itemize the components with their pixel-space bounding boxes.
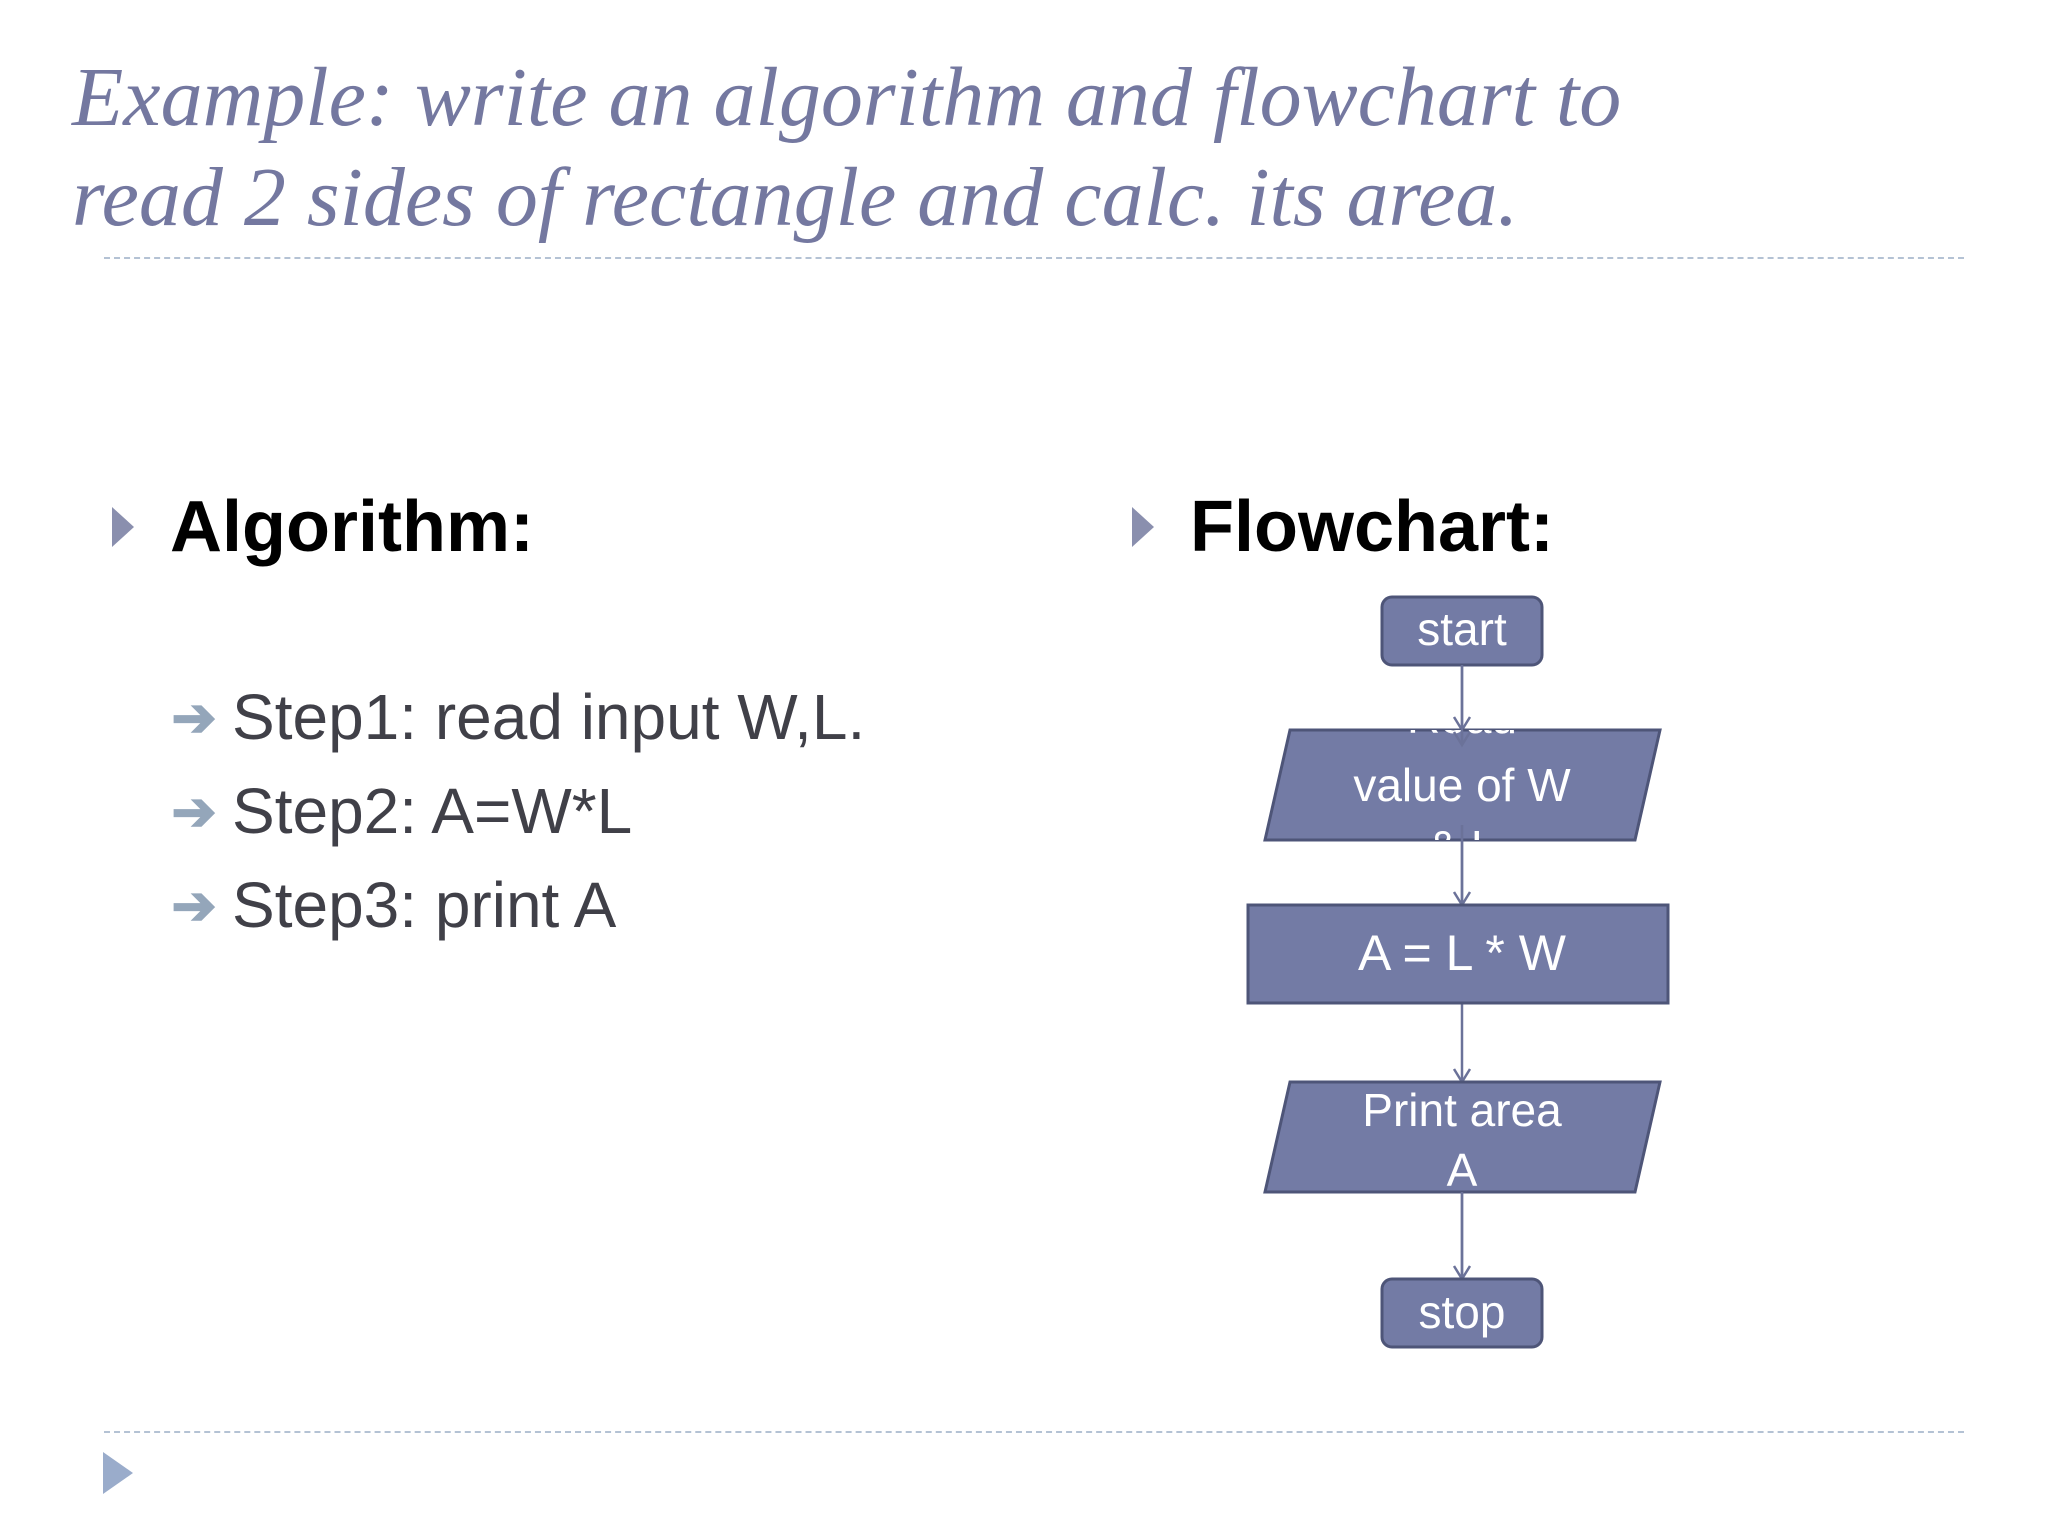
process-rectangle xyxy=(1246,903,1670,1005)
arrow-right-icon: ➔ xyxy=(171,875,217,936)
read-input-parallelogram xyxy=(1263,728,1662,842)
read-label-line-2: value of W xyxy=(1353,759,1571,811)
start-label: start xyxy=(1417,603,1507,655)
algorithm-steps: ➔ Step1: read input W,L. ➔ Step2: A=W*L … xyxy=(170,670,865,952)
step-text: Step3: print A xyxy=(232,869,617,941)
list-item: ➔ Step3: print A xyxy=(170,858,865,952)
slide-title: Example: write an algorithm and flowchar… xyxy=(72,48,1972,248)
triangle-bullet-icon xyxy=(1132,507,1154,547)
algorithm-heading: Algorithm: xyxy=(170,487,534,567)
flowchart-heading: Flowchart: xyxy=(1190,487,1555,567)
arrow-right-icon: ➔ xyxy=(171,781,217,842)
stop-label: stop xyxy=(1419,1286,1506,1338)
step-text: Step2: A=W*L xyxy=(232,775,633,847)
process-label: A = L * W xyxy=(1358,925,1567,981)
list-item: ➔ Step2: A=W*L xyxy=(170,764,865,858)
list-item: ➔ Step1: read input W,L. xyxy=(170,670,865,764)
triangle-corner-icon xyxy=(103,1452,133,1494)
print-output-parallelogram xyxy=(1263,1080,1662,1194)
arrow-right-icon: ➔ xyxy=(171,687,217,748)
print-label-line-2: A xyxy=(1447,1144,1478,1196)
bottom-divider xyxy=(104,1431,1964,1433)
arrowhead-icon xyxy=(1452,731,1472,748)
top-divider xyxy=(104,257,1964,259)
flowchart: start Read value of W & L A = L * W Prin… xyxy=(1230,585,1690,1370)
slide-title-line-1: Example: write an algorithm and flowchar… xyxy=(72,51,1622,144)
step-text: Step1: read input W,L. xyxy=(232,681,866,753)
triangle-bullet-icon xyxy=(112,507,134,547)
print-label-line-1: Print area xyxy=(1362,1084,1562,1136)
stop-terminator xyxy=(1380,1277,1544,1349)
slide-title-line-2: read 2 sides of rectangle and calc. its … xyxy=(72,151,1519,244)
